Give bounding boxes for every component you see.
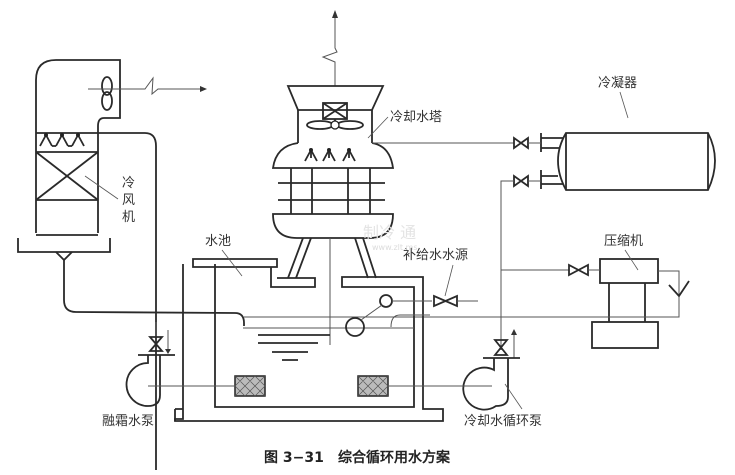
float-ball-icon [345, 317, 365, 337]
valve-icon [148, 336, 164, 352]
return-duct [98, 132, 157, 470]
cooling-water-pump: 冷却水循环泵 [388, 329, 542, 429]
watermark: 制冷 通 [363, 223, 416, 242]
fill-media [278, 168, 385, 214]
defrost-pump: 融霜水泵 [102, 322, 235, 429]
label-makeup-water: 补给水水源 [403, 248, 468, 263]
figure-number: 图 3−31 [264, 450, 324, 466]
water-pool: 水池 [174, 234, 444, 422]
water-level-icon [258, 334, 330, 361]
figure-title: 综合循环用水方案 [338, 449, 451, 466]
valve-icon [493, 339, 509, 356]
label-defrost-pump: 融霜水泵 [102, 414, 154, 429]
tower-basin [272, 213, 394, 239]
tower-legs [287, 237, 377, 279]
label-condenser: 冷凝器 [598, 75, 637, 91]
drip-tray [17, 238, 111, 253]
valve-icon[interactable] [513, 174, 541, 188]
compressor-cooling-return [244, 270, 680, 318]
valve-icon[interactable] [513, 136, 541, 150]
valve-icon[interactable] [568, 263, 600, 277]
label-air-cooler-2: 风 [122, 193, 135, 208]
condenser: 冷凝器 [540, 75, 716, 191]
air-cooler-housing [35, 59, 121, 233]
motor-icon [322, 102, 348, 124]
exhaust-arrow-icon [88, 76, 207, 96]
strainer-icon [234, 375, 266, 397]
valve-icon[interactable] [433, 294, 478, 308]
coil-cross-2 [35, 151, 99, 201]
air-cooler: 冷 风 机 [17, 59, 245, 470]
tower-fan-icon [306, 120, 364, 130]
tower-nozzles-icon [304, 148, 356, 162]
label-air-cooler-3: 机 [122, 210, 135, 225]
vent-arrow-icon [321, 10, 338, 86]
spray-nozzles-icon [39, 133, 85, 147]
vent-check-icon [668, 280, 690, 298]
condenser-return-pipe [500, 180, 514, 350]
watermark-url: www.zlt.ms [372, 243, 418, 252]
cooling-tower: 冷却水塔 [271, 10, 442, 345]
fan-icon [101, 76, 113, 111]
drain-pipe [63, 260, 245, 326]
label-pool: 水池 [205, 234, 231, 249]
strainer-icon [357, 375, 389, 397]
label-cooling-tower: 冷却水塔 [390, 110, 442, 125]
label-compressor: 压缩机 [604, 233, 643, 249]
compressor: 压缩机 [244, 233, 690, 349]
label-cooling-pump: 冷却水循环泵 [464, 414, 542, 429]
label-air-cooler-1: 冷 [122, 176, 135, 191]
